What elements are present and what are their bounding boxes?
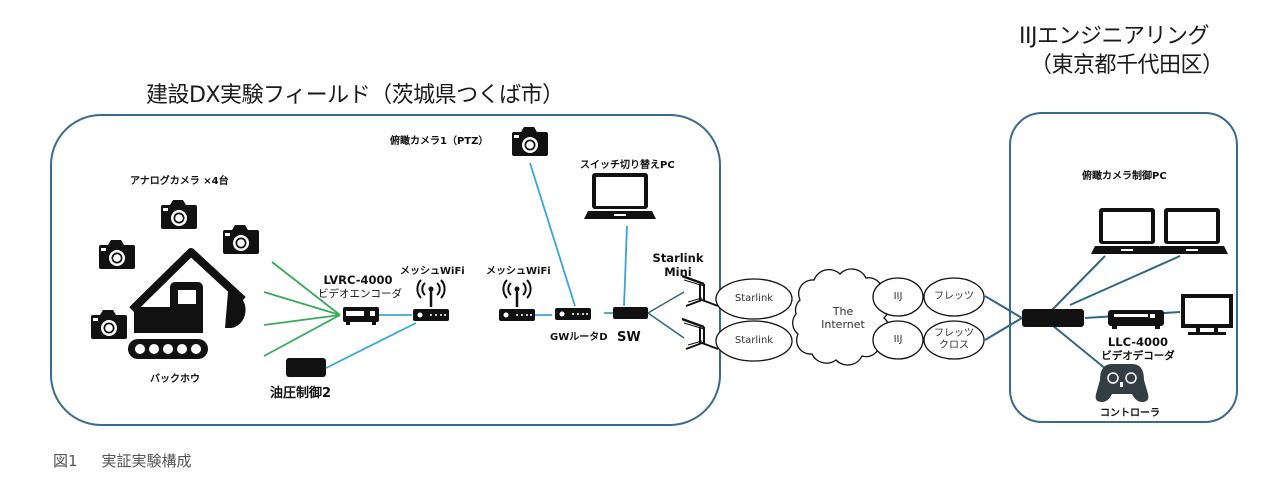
iij-2-node — [872, 320, 924, 360]
remote-links — [984, 255, 1181, 375]
control-pc-label: 俯瞰カメラ制御PC — [1082, 171, 1167, 182]
remote-router-box — [1022, 309, 1084, 327]
flets-cross-label: フレッツ クロス — [924, 328, 984, 352]
ptz-camera-icon — [512, 127, 548, 156]
internet-label-line1: The — [832, 305, 854, 318]
starlink-links — [647, 291, 685, 339]
iij-1-label: IIJ — [893, 291, 903, 302]
hydraulic-control-box — [286, 358, 326, 377]
game-controller-icon — [1095, 364, 1149, 402]
backhoe-label: バックホウ — [150, 374, 200, 385]
figure-caption: 図1 実証実験構成 — [53, 450, 192, 471]
starlink-mini-label-line1: Starlink — [652, 251, 704, 265]
video-encoder-icon — [343, 307, 379, 325]
figure-number: 図1 — [53, 452, 78, 470]
backhoe-icon — [128, 248, 246, 359]
figure-caption-text: 実証実験構成 — [101, 452, 192, 470]
left-site-title: 建設DX実験フィールド（茨城県つくば市） — [146, 83, 564, 108]
controller-label: コントローラ — [1100, 408, 1160, 419]
starlink-2-node — [715, 320, 793, 362]
starlink-mini-label: Starlink Mini — [648, 251, 708, 279]
gw-router-label: GWルータD — [550, 332, 608, 343]
right-site-frame — [1009, 112, 1238, 423]
decoder-label: LLC-4000 ビデオデコーダ — [1100, 335, 1176, 363]
sw-label: SW — [617, 330, 641, 345]
switch-pc-laptop-icon — [584, 173, 656, 219]
flets-cross-node — [923, 320, 985, 360]
analog-camera-icon — [99, 240, 135, 269]
ptz-camera-label: 俯瞰カメラ1（PTZ） — [390, 136, 489, 147]
analog-camera-icon — [91, 310, 127, 339]
flets-label: フレッツ — [934, 291, 974, 302]
mesh-wifi-2-icon — [499, 278, 535, 321]
analog-links — [263, 261, 341, 357]
starlink-mini-dish-icon — [680, 317, 720, 351]
encoder-type: ビデオエンコーダ — [318, 288, 402, 300]
mesh-wifi-1-label: メッシュWiFi — [400, 266, 465, 277]
flets-cross-label-line1: フレッツ — [934, 328, 974, 339]
encoder-label: LVRC-4000 ビデオエンコーダ — [318, 273, 402, 301]
starlink-1-node — [715, 278, 793, 320]
starlink-1-label: Starlink — [734, 293, 774, 304]
decoder-type: ビデオデコーダ — [1101, 350, 1175, 362]
video-decoder-icon — [1108, 310, 1164, 329]
iij-1-node — [872, 277, 924, 317]
gw-router-icon — [555, 308, 591, 320]
starlink-2-label: Starlink — [734, 335, 774, 346]
monitor-icon — [1181, 294, 1233, 335]
mesh-wifi-1-icon — [413, 278, 449, 321]
internet-label: The Internet — [810, 305, 876, 331]
starlink-mini-dish-icon — [680, 274, 720, 308]
analog-camera-icon — [161, 200, 197, 229]
iij-2-label: IIJ — [893, 334, 903, 345]
flets-node — [923, 277, 985, 317]
switch-icon — [613, 307, 648, 319]
switch-pc-label: スイッチ切り替えPC — [580, 160, 675, 171]
flets-cross-label-line2: クロス — [939, 340, 969, 351]
left-site-frame — [50, 114, 721, 426]
internet-label-line2: Internet — [821, 318, 865, 331]
right-site-subtitle: （東京都千代田区） — [1030, 53, 1224, 78]
lan-links — [325, 162, 628, 369]
mesh-wifi-2-label: メッシュWiFi — [486, 266, 551, 277]
analog-camera-icon — [223, 225, 259, 254]
control-pc-laptop-icon — [1091, 208, 1163, 254]
starlink-mini-label-line2: Mini — [664, 265, 692, 279]
encoder-model: LVRC-4000 — [323, 273, 393, 287]
right-site-title: IIJエンジニアリング — [1019, 24, 1209, 49]
analog-cameras-label: アナログカメラ ×4台 — [130, 176, 229, 187]
hydraulic-control-label: 油圧制御2 — [270, 386, 332, 401]
control-pc-laptop-icon — [1156, 208, 1228, 254]
decoder-model: LLC-4000 — [1107, 335, 1169, 349]
